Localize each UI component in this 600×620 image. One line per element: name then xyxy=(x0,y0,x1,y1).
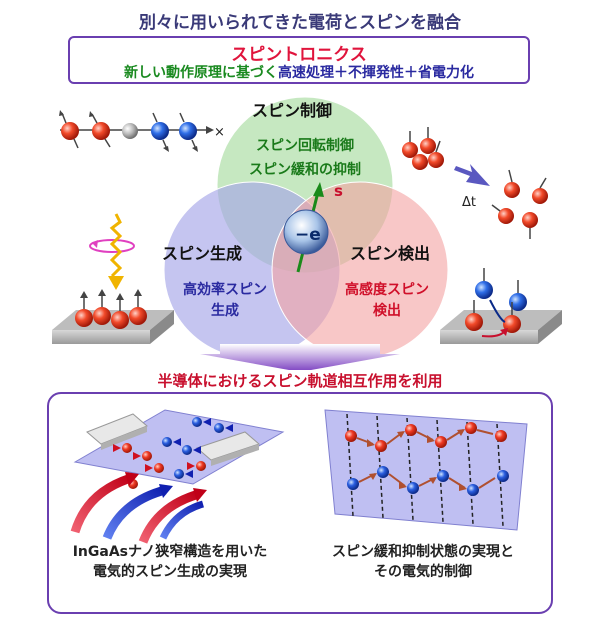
principle-line: 新しい動作原理に基づく高速処理＋不揮発性＋省電力化 xyxy=(68,62,530,82)
center-spin-label: s xyxy=(334,182,343,200)
spin-venn-diagram: −e s × Δt xyxy=(52,96,562,370)
spin-axis-arrowhead xyxy=(313,182,324,197)
center-electron-icon xyxy=(283,209,329,255)
spintronics-title: スピントロニクス xyxy=(231,45,367,65)
caption-left-line1: InGaAsナノ狭窄構造を用いた xyxy=(72,544,268,560)
spin-detection-illustration xyxy=(440,268,562,344)
spin-control-line2: スピン緩和の抑制 xyxy=(249,162,361,178)
caption-left-line2: 電気的スピン生成の実現 xyxy=(93,564,247,580)
ingaas-constriction-illustration xyxy=(70,409,285,544)
spin-control-line1: スピン回転制御 xyxy=(256,138,354,154)
down-arrow-icon xyxy=(200,344,400,370)
time-evolution-arrow xyxy=(454,164,490,186)
center-electron-label: −e xyxy=(295,225,321,245)
spintronics-box xyxy=(68,36,530,84)
spin-orbit-banner: 半導体におけるスピン軌道相互作用を利用 xyxy=(157,372,443,390)
spin-detection-line1: 高感度スピン xyxy=(345,282,429,298)
delta-t-label: Δt xyxy=(462,195,476,210)
caption-right-line1: スピン緩和抑制状態の実現と xyxy=(332,544,514,560)
spin-chain-illustration xyxy=(59,110,214,152)
spin-detection-title: スピン検出 xyxy=(350,244,431,263)
page-title: 別々に用いられてきた電荷とスピンを融合 xyxy=(139,13,461,33)
light-spin-generation-illustration xyxy=(52,213,174,344)
spin-control-title: スピン制御 xyxy=(252,101,333,120)
spin-generation-line2: 生成 xyxy=(211,303,239,319)
spin-cluster-before-icon xyxy=(402,127,444,170)
cross-mark: × xyxy=(214,125,225,140)
principle-green-text: 新しい動作原理に基づく xyxy=(124,65,278,81)
results-illustrations xyxy=(70,409,528,544)
spin-generation-title: スピン生成 xyxy=(162,244,243,263)
spin-detection-line2: 検出 xyxy=(373,303,401,319)
spin-cluster-after-icon xyxy=(491,169,548,239)
caption-right-line2: その電気的制御 xyxy=(374,564,472,580)
principle-blue-text: 高速処理＋不揮発性＋省電力化 xyxy=(278,65,474,81)
spin-generation-line1: 高効率スピン xyxy=(183,282,267,298)
spin-relaxation-suppression-illustration xyxy=(324,409,528,531)
